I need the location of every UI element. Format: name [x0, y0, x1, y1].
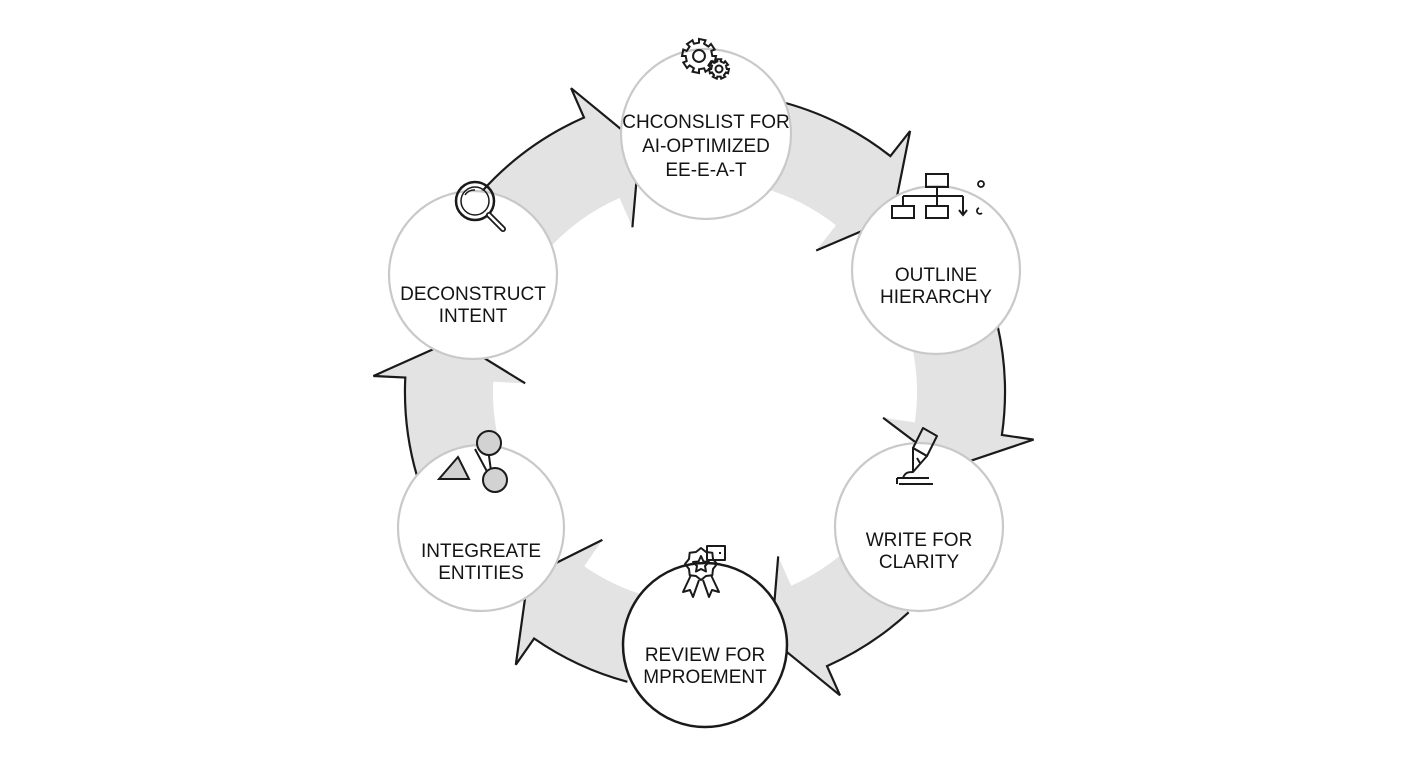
- cycle-arrow-outline: [372, 338, 526, 477]
- node-label-line: CLARITY: [879, 552, 960, 573]
- node-label-line: REVIEW FOR: [645, 645, 765, 666]
- node-circle: [396, 443, 566, 613]
- fountain-pen-icon: [896, 427, 938, 485]
- node-label-line: AI-OPTIMIZED: [642, 136, 770, 157]
- node-label-line: OUTLINE: [895, 265, 977, 286]
- gears-icon: [680, 37, 731, 81]
- cycle-nodes: CHCONSLIST FOR AI-OPTIMIZED EE-E-A-T OUTLIN…: [387, 37, 1022, 729]
- hierarchy-chart-icon: [891, 173, 985, 219]
- cycle-arrow-outline: [783, 101, 912, 252]
- node-label-line: HIERARCHY: [880, 287, 992, 308]
- node-label-line: CHCONSLIST FOR: [622, 112, 790, 133]
- node-label-line: ENTITIES: [438, 563, 524, 584]
- node-circle: [619, 47, 793, 221]
- node-label-line: WRITE FOR: [866, 530, 973, 551]
- cycle-arrow-outline: [480, 87, 641, 228]
- node-circle: [621, 561, 789, 729]
- node-label-line: INTENT: [439, 306, 508, 327]
- entity-network-icon: [436, 430, 508, 493]
- node-checklist: CHCONSLIST FOR AI-OPTIMIZED EE-E-A-T: [619, 37, 793, 221]
- cycle-arrow-outline: [514, 538, 628, 683]
- award-ribbon-icon: [682, 545, 726, 598]
- node-circle: [387, 189, 559, 361]
- node-label-line: MPROEMENT: [643, 667, 767, 688]
- magnifier-icon: [454, 180, 506, 232]
- node-label-line: EE-E-A-T: [665, 160, 747, 181]
- cycle-arrow-outline: [882, 325, 1034, 470]
- node-label-line: INTEGREATE: [421, 541, 541, 562]
- node-circle: [833, 441, 1005, 613]
- cycle-arrow-outline: [770, 556, 910, 697]
- node-label-line: DECONSTRUCT: [400, 284, 546, 305]
